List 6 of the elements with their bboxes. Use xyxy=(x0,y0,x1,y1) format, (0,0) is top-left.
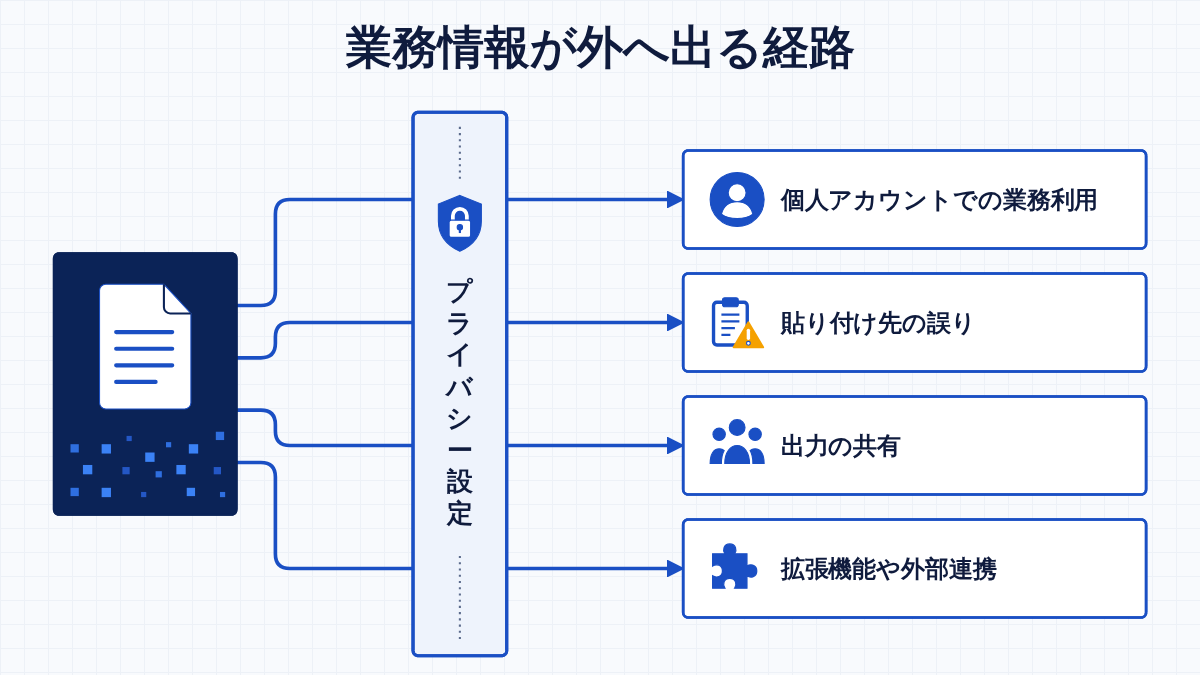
route-label: 出力の共有 xyxy=(780,430,902,461)
route-label: 個人アカウントでの業務利用 xyxy=(780,184,1099,215)
setting-label: プライバシー設定 xyxy=(446,276,474,530)
route-label: 貼り付け先の誤り xyxy=(780,307,976,338)
route-label: 拡張機能や外部連携 xyxy=(780,553,997,584)
title: 業務情報が外へ出る経路 xyxy=(345,19,855,76)
